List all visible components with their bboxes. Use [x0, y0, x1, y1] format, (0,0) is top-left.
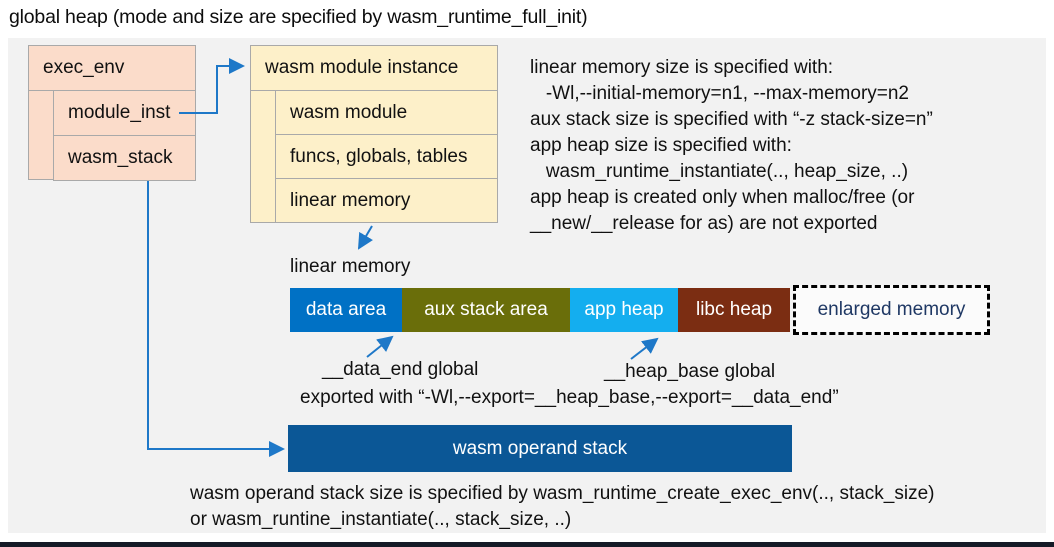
exec-env-header: exec_env [29, 46, 195, 91]
linear-memory-bar: data area aux stack area app heap libc h… [290, 288, 790, 332]
heap-base-global-label: __heap_base global [604, 361, 776, 382]
memory-size-notes: linear memory size is specified with: -W… [530, 55, 933, 237]
segment-app-heap: app heap [570, 288, 678, 332]
exec-env-box: exec_env module_inst wasm_stack [28, 45, 196, 181]
exported-with-label: exported with “-Wl,--export=__heap_base,… [300, 387, 839, 408]
segment-aux-stack-area: aux stack area [402, 288, 570, 332]
wasm-module-instance-header: wasm module instance [251, 46, 497, 91]
note-line: wasm_runtime_instantiate(.., heap_size, … [530, 161, 909, 182]
note-line: wasm operand stack size is specified by … [190, 483, 935, 504]
note-line: app heap is created only when malloc/fre… [530, 187, 915, 208]
note-line: aux stack size is specified with “-z sta… [530, 109, 933, 130]
note-line: __new/__release for as) are not exported [530, 213, 878, 234]
note-line: or wasm_runtine_instantiate(.., stack_si… [190, 509, 572, 530]
exec-env-row-wasm-stack: wasm_stack [53, 135, 196, 181]
linear-memory-label: linear memory [290, 256, 411, 277]
footer-strip [0, 542, 1054, 547]
segment-enlarged-memory: enlarged memory [793, 285, 990, 335]
note-line: app heap size is specified with: [530, 135, 792, 156]
module-instance-row-funcs-globals-tables: funcs, globals, tables [275, 134, 498, 179]
operand-stack-notes: wasm operand stack size is specified by … [190, 481, 935, 533]
wasm-module-instance-box: wasm module instance wasm module funcs, … [250, 45, 498, 223]
note-line: -Wl,--initial-memory=n1, --max-memory=n2 [530, 83, 909, 104]
segment-libc-heap: libc heap [678, 288, 790, 332]
exec-env-row-module-inst: module_inst [53, 90, 196, 136]
note-line: linear memory size is specified with: [530, 57, 834, 78]
module-instance-row-wasm-module: wasm module [275, 90, 498, 135]
segment-data-area: data area [290, 288, 402, 332]
wasm-operand-stack-bar: wasm operand stack [288, 425, 792, 472]
diagram-title: global heap (mode and size are specified… [9, 6, 588, 28]
module-instance-row-linear-memory: linear memory [275, 178, 498, 223]
data-end-global-label: __data_end global [322, 359, 479, 380]
